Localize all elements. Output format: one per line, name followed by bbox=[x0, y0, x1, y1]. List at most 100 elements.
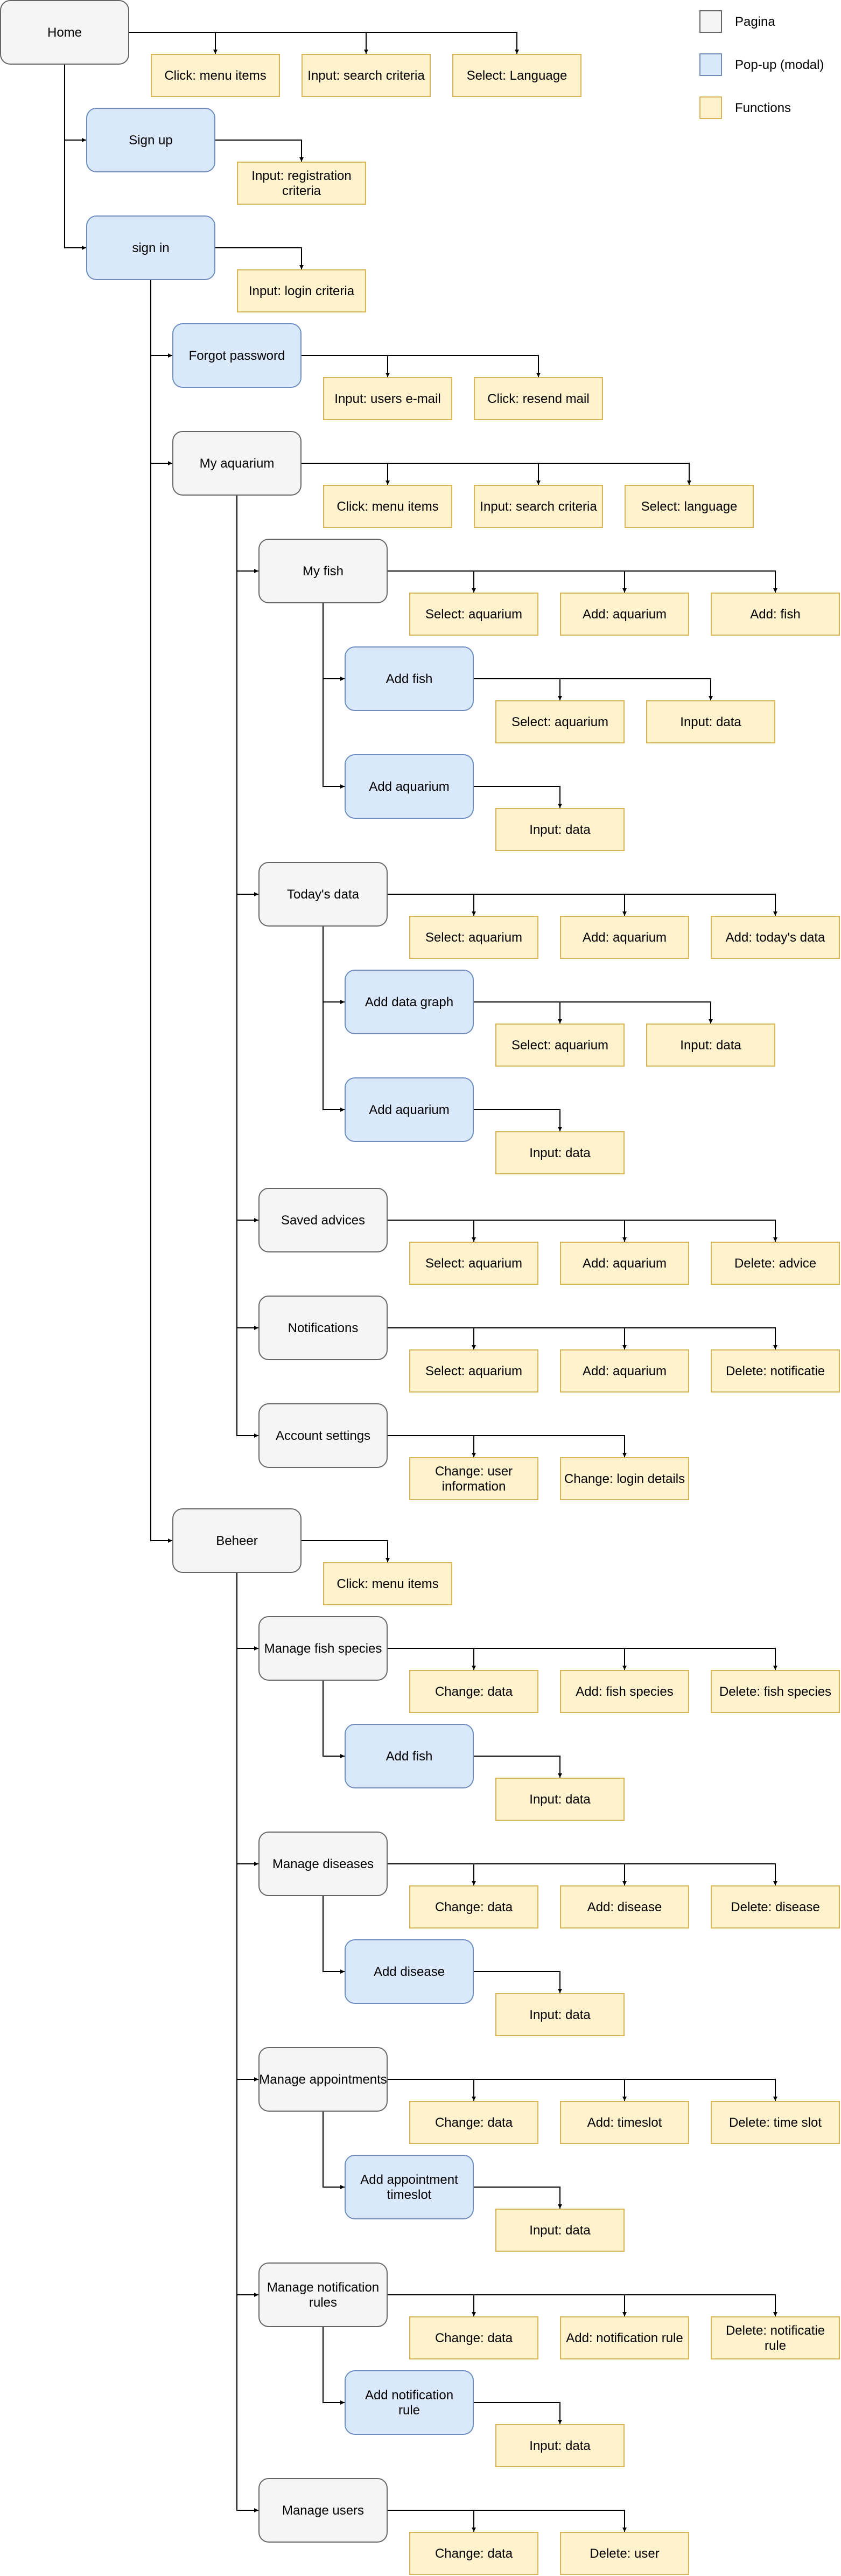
func-node-signin-f1: Input: login criteria bbox=[237, 269, 366, 312]
node-label: Beheer bbox=[216, 1534, 257, 1548]
func-box bbox=[625, 485, 754, 528]
edge-forgot-to-forgot-f1 bbox=[302, 355, 390, 377]
edge-mdis-to-mdis-f2 bbox=[388, 1863, 627, 1885]
edge-forgot-to-forgot-f2 bbox=[302, 355, 541, 377]
node-label: Change: data bbox=[435, 1684, 513, 1699]
func-box bbox=[409, 593, 538, 636]
node-label: Add disease bbox=[374, 1965, 445, 1979]
modal-box bbox=[86, 108, 215, 172]
node-label: Input: search criteria bbox=[480, 499, 597, 514]
modal-box bbox=[345, 1939, 474, 2004]
func-box bbox=[495, 2209, 625, 2252]
func-node-adddg-f1: Select: aquarium bbox=[495, 1024, 625, 1067]
func-box bbox=[409, 1457, 538, 1500]
func-node-saved-f3: Delete: advice bbox=[711, 1242, 840, 1285]
node-label: My fish bbox=[303, 564, 344, 579]
node-label: Click: menu items bbox=[164, 68, 266, 83]
func-box bbox=[560, 2316, 689, 2359]
edge-notif-to-notif-f2 bbox=[388, 1327, 627, 1349]
func-box bbox=[495, 2424, 625, 2467]
node-label: Delete: notificatie bbox=[726, 1364, 825, 1378]
func-box bbox=[495, 1778, 625, 1821]
node-label: Select: aquarium bbox=[511, 1038, 608, 1053]
edge-mdis-to-mdis-f1 bbox=[388, 1863, 476, 1885]
modal-node-addfish2: Add fish bbox=[345, 1724, 474, 1788]
edge-saved-to-saved-f3 bbox=[388, 1220, 777, 1242]
edge-myaq-to-notif bbox=[236, 496, 258, 1330]
page-node-saved: Saved advices bbox=[258, 1188, 388, 1252]
func-node-addaq1-f1: Input: data bbox=[495, 808, 625, 851]
func-box bbox=[323, 377, 452, 420]
node-label: Forgot password bbox=[189, 349, 285, 363]
edge-myaq-to-myfish bbox=[236, 496, 258, 573]
node-label: Input: data bbox=[529, 2008, 591, 2022]
node-label: Add: today's data bbox=[726, 930, 825, 945]
func-box bbox=[711, 1885, 840, 1928]
func-box bbox=[560, 916, 689, 959]
edge-myaq-to-today bbox=[236, 496, 258, 896]
func-node-mnr-f1: Change: data bbox=[409, 2316, 538, 2359]
edge-home-to-signup bbox=[64, 65, 86, 142]
page-box bbox=[258, 862, 388, 927]
func-box bbox=[560, 1457, 689, 1500]
page-node-myfish: My fish bbox=[258, 539, 388, 603]
edge-account-to-account-f2 bbox=[388, 1435, 627, 1457]
node-label: Select: aquarium bbox=[425, 1364, 522, 1378]
node-label: Delete: fish species bbox=[719, 1684, 831, 1699]
node-label: Add: fish species bbox=[576, 1684, 673, 1699]
node-label: Add fish bbox=[386, 1749, 433, 1764]
func-node-today-f1: Select: aquarium bbox=[409, 916, 538, 959]
edge-home-to-home-f1 bbox=[129, 32, 218, 54]
edge-mnr-to-mnr-f1 bbox=[388, 2294, 476, 2316]
connector-lines bbox=[64, 32, 777, 2532]
edge-signin-to-beheer bbox=[150, 280, 172, 1543]
page-box bbox=[0, 0, 129, 65]
node-label: Manage appointments bbox=[259, 2072, 387, 2087]
func-node-addfish-f1: Select: aquarium bbox=[495, 700, 625, 743]
node-label: Select: aquarium bbox=[511, 715, 608, 729]
func-node-mdis-f3: Delete: disease bbox=[711, 1885, 840, 1928]
page-box bbox=[258, 1832, 388, 1896]
func-box bbox=[711, 1349, 840, 1393]
func-box bbox=[495, 1993, 625, 2036]
func-node-myaq-f3: Select: language bbox=[625, 485, 754, 528]
func-node-account-f2: Change: login details bbox=[560, 1457, 689, 1500]
edge-addnr-to-addnr-f1 bbox=[474, 2402, 562, 2424]
page-node-myaq: My aquarium bbox=[172, 431, 302, 496]
edge-today-to-today-f2 bbox=[388, 894, 627, 916]
func-node-forgot-f1: Input: users e-mail bbox=[323, 377, 452, 420]
func-node-notif-f1: Select: aquarium bbox=[409, 1349, 538, 1393]
modal-box bbox=[345, 1724, 474, 1788]
edge-mapp-to-mapp-f1 bbox=[388, 2079, 476, 2101]
modal-box bbox=[345, 2370, 474, 2435]
func-box bbox=[323, 1562, 452, 1605]
edge-notif-to-notif-f3 bbox=[388, 1327, 777, 1349]
page-box bbox=[258, 2047, 388, 2112]
page-box bbox=[258, 539, 388, 603]
edge-addfish-to-addfish-f2 bbox=[474, 678, 713, 700]
func-node-forgot-f2: Click: resend mail bbox=[474, 377, 603, 420]
func-box bbox=[151, 54, 280, 97]
edge-saved-to-saved-f1 bbox=[388, 1220, 476, 1242]
edge-mapp-to-mapp-f2 bbox=[388, 2079, 627, 2101]
func-box bbox=[302, 54, 431, 97]
edge-myaq-to-myaq-f2 bbox=[302, 463, 541, 485]
page-node-notif: Notifications bbox=[258, 1296, 388, 1360]
node-label: Add: disease bbox=[587, 1900, 662, 1914]
page-box bbox=[258, 1188, 388, 1252]
node-label: Add: timeslot bbox=[587, 2115, 662, 2130]
func-box bbox=[474, 377, 603, 420]
edge-mdis-to-adddis bbox=[323, 1896, 345, 1974]
edge-addaq1-to-addaq1-f1 bbox=[474, 786, 562, 808]
func-node-addnr-f1: Input: data bbox=[495, 2424, 625, 2467]
edge-today-to-today-f3 bbox=[388, 894, 777, 916]
func-node-mdis-f2: Add: disease bbox=[560, 1885, 689, 1928]
func-node-mapp-f3: Delete: time slot bbox=[711, 2101, 840, 2144]
edge-account-to-account-f1 bbox=[388, 1435, 476, 1457]
page-box bbox=[258, 1616, 388, 1681]
modal-node-addaq2: Add aquarium bbox=[345, 1077, 474, 1142]
edge-mfs-to-addfish2 bbox=[323, 1681, 345, 1758]
edge-signup-to-signup-f1 bbox=[215, 140, 304, 162]
